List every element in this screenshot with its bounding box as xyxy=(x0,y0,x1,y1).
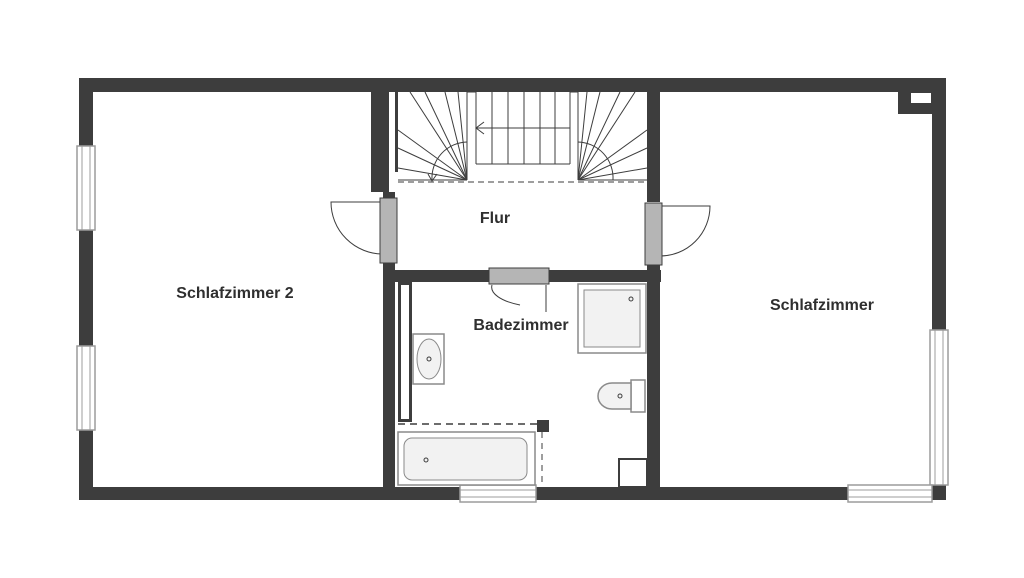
bathroom-fixtures xyxy=(397,283,648,488)
room-label-hallway: Flur xyxy=(480,210,510,227)
window-left-lower xyxy=(76,345,96,431)
room-label-bathroom: Badezimmer xyxy=(473,317,568,334)
window-bottom-right xyxy=(847,484,933,503)
window-right xyxy=(929,329,949,486)
room-label-bedroom2: Schlafzimmer 2 xyxy=(176,285,293,302)
window-left-upper xyxy=(76,145,96,231)
room-label-bedroom: Schlafzimmer xyxy=(770,297,874,314)
shower xyxy=(577,283,647,354)
service-shaft xyxy=(618,458,648,488)
washbasin xyxy=(412,333,445,385)
bathtub xyxy=(397,423,543,486)
partition-inner xyxy=(401,285,409,419)
shaft-notch xyxy=(910,92,932,104)
toilet xyxy=(597,379,646,413)
shaft-notch-border xyxy=(909,91,933,105)
windows xyxy=(76,145,949,503)
door-bedroom2 xyxy=(330,197,398,264)
door-bathroom xyxy=(488,267,550,312)
staircase xyxy=(397,91,648,183)
door-bedroom xyxy=(644,202,711,266)
window-bathroom xyxy=(459,484,537,503)
doors xyxy=(330,197,711,312)
